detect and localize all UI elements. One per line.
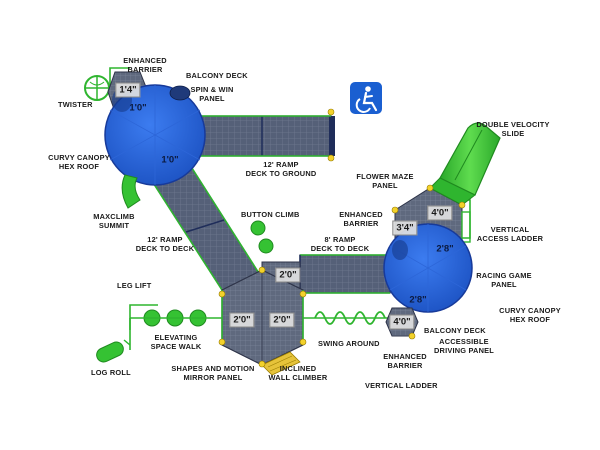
ramp-deck-to-ground[interactable] xyxy=(192,108,335,162)
label-swing-around: SWING AROUND xyxy=(318,339,380,348)
log-roll[interactable] xyxy=(94,339,131,365)
height-marker: 1'4" xyxy=(115,82,141,98)
height-marker: 2'8" xyxy=(409,294,427,306)
vertical-access-ladder[interactable] xyxy=(461,211,471,243)
swing-around[interactable] xyxy=(314,311,386,325)
height-marker: 2'0" xyxy=(275,267,301,283)
height-marker: 2'0" xyxy=(269,312,295,328)
double-velocity-slide[interactable] xyxy=(429,122,501,206)
height-marker: 4'0" xyxy=(427,205,453,221)
height-marker: 4'0" xyxy=(389,314,415,330)
left-slide[interactable] xyxy=(121,174,141,209)
label-leg-lift: LEG LIFT xyxy=(117,281,152,290)
label-vertical-ladder: VERTICAL LADDER xyxy=(365,381,438,390)
button-climb[interactable] xyxy=(250,220,274,254)
height-marker: 3'4" xyxy=(392,220,418,236)
height-marker: 1'0" xyxy=(161,154,179,166)
wheelchair-accessibility-icon xyxy=(350,82,382,114)
curvy-canopy-hex-roof-right xyxy=(383,223,473,313)
height-marker: 2'0" xyxy=(229,312,255,328)
label-twister: TWISTER xyxy=(58,100,93,109)
inclined-wall-climber[interactable] xyxy=(261,351,301,376)
elevating-space-walk[interactable] xyxy=(130,309,222,327)
height-marker: 1'0" xyxy=(129,102,147,114)
label-balcony-deck-top: BALCONY DECK xyxy=(186,71,248,80)
height-marker: 2'8" xyxy=(436,243,454,255)
twister[interactable] xyxy=(84,75,110,101)
balcony-deck-pods xyxy=(169,85,191,101)
label-balcony-deck-right: BALCONY DECK xyxy=(424,326,486,335)
label-log-roll: LOG ROLL xyxy=(91,368,131,377)
label-button-climb: BUTTON CLIMB xyxy=(241,210,300,219)
posts xyxy=(218,184,466,368)
ramp-deck-to-deck-8[interactable] xyxy=(299,254,391,294)
